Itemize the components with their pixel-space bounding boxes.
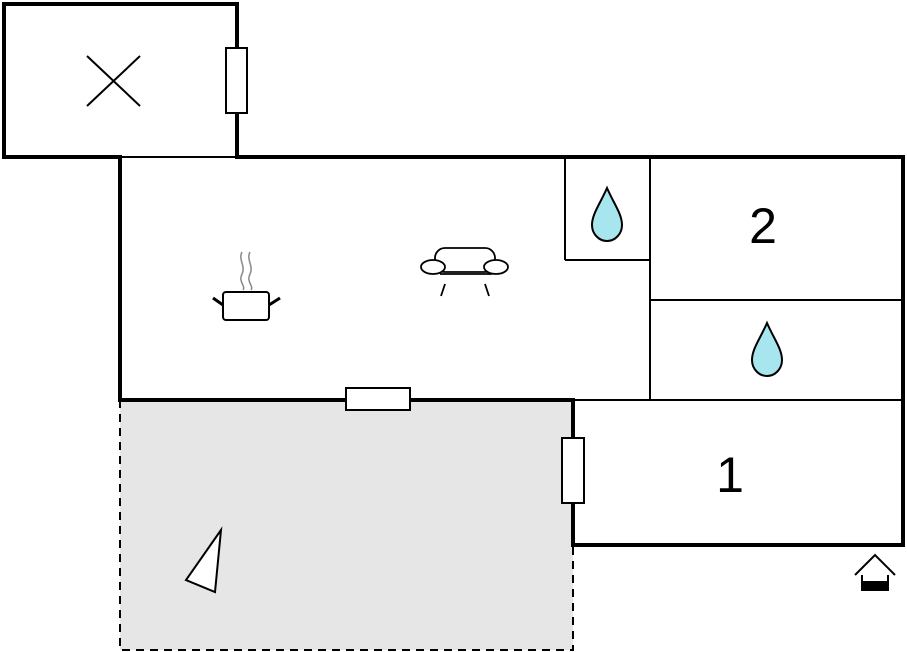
main-walls (118, 155, 905, 547)
window-bedroom-1 (561, 437, 585, 504)
kitchen-pot-icon (212, 251, 281, 321)
window-annex (225, 47, 248, 114)
terrace-flag-icon (184, 526, 223, 594)
interior-partitions (564, 157, 903, 401)
not-accessible-cross-icon (86, 55, 141, 107)
room-label-bedroom-2: 2 (749, 198, 777, 254)
sofa-icon (420, 247, 509, 297)
water-drop-icon-bathroom (750, 320, 784, 378)
terrace-area (119, 400, 574, 651)
entrance-house-icon (854, 553, 896, 591)
window-living-south (345, 387, 411, 411)
annex-room (2, 2, 239, 159)
room-label-bedroom-1: 1 (716, 447, 744, 503)
water-drop-icon-toilet (590, 185, 624, 243)
